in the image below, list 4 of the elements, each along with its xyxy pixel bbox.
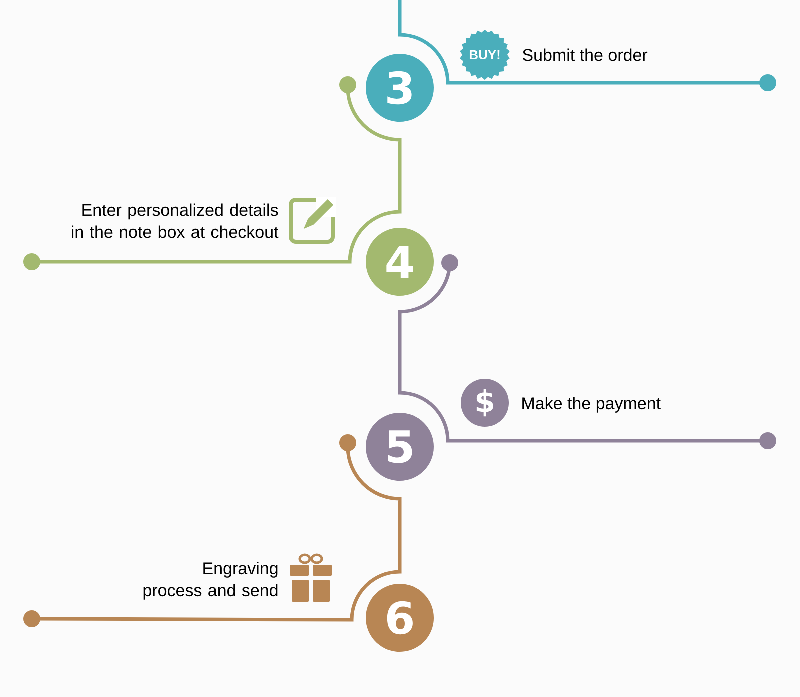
dollar-coin: $ [461,379,509,427]
step-description: Enter personalized details in the note box at checkout [72,204,279,238]
badge: BUY! [460,30,510,80]
step-description: Engraving process and send [144,562,278,600]
